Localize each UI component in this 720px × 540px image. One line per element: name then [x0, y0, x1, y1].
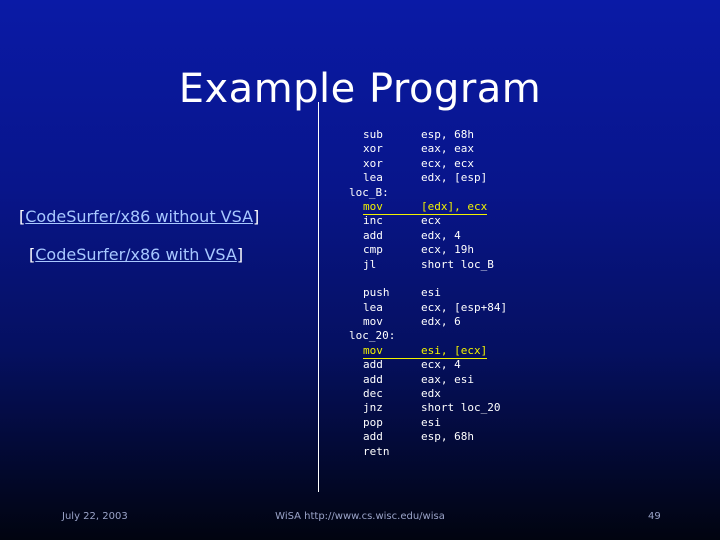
- code-opcode: add: [363, 358, 383, 372]
- code-instruction: mov esi, [ecx]: [363, 343, 488, 360]
- code-instruction-line: inc ecx: [349, 214, 507, 228]
- code-operands: esi: [421, 415, 441, 429]
- bracket-close: ]: [253, 207, 260, 226]
- code-instruction: mov [edx], ecx: [363, 199, 488, 216]
- code-instruction: xor ecx, ecx: [363, 157, 474, 170]
- code-instruction: sub esp, 68h: [363, 128, 474, 141]
- code-instruction-line: push esi: [349, 286, 507, 300]
- code-operands: edx, [esp]: [421, 171, 488, 185]
- slide-title: Example Program: [178, 66, 542, 112]
- link-with-vsa-row: [CodeSurfer/x86 with VSA]: [29, 245, 243, 264]
- code-instruction-line: mov esi, [ecx]: [349, 343, 507, 360]
- footer-date: July 22, 2003: [62, 511, 128, 522]
- code-operands: ecx, 19h: [421, 243, 474, 257]
- code-instruction-line: sub esp, 68h: [349, 128, 507, 142]
- bracket-open: [: [29, 245, 36, 264]
- code-instruction: jnz short loc_20: [363, 401, 500, 414]
- code-instruction: lea ecx, [esp+84]: [363, 301, 507, 314]
- code-operands: ecx, ecx: [421, 156, 474, 170]
- code-opcode: cmp: [363, 243, 383, 257]
- code-opcode: lea: [363, 171, 383, 185]
- bracket-close: ]: [236, 245, 244, 264]
- code-instruction: cmp ecx, 19h: [363, 243, 474, 256]
- code-opcode: pop: [363, 415, 383, 429]
- code-opcode: push: [363, 286, 390, 300]
- code-instruction: xor eax, eax: [363, 142, 474, 155]
- code-instruction: add edx, 4: [363, 229, 461, 242]
- code-opcode: xor: [363, 142, 383, 156]
- code-operands: edx, 6: [421, 315, 461, 329]
- code-opcode: mov: [363, 315, 383, 329]
- code-instruction: add esp, 68h: [363, 430, 474, 443]
- code-instruction-line: jnz short loc_20: [349, 401, 507, 415]
- code-instruction-line: xor eax, eax: [349, 142, 507, 156]
- code-opcode: inc: [363, 214, 383, 228]
- bracket-open: [: [19, 207, 26, 226]
- code-operands: eax, eax: [421, 142, 474, 156]
- code-instruction-line: add ecx, 4: [349, 358, 507, 372]
- code-operands: esi: [421, 286, 441, 300]
- code-opcode: add: [363, 372, 383, 386]
- code-operands: short loc_20: [421, 401, 501, 415]
- code-operands: edx: [421, 387, 441, 401]
- code-instruction-line: pop esi: [349, 416, 507, 430]
- code-instruction: inc ecx: [363, 214, 441, 227]
- code-instruction-line: jl short loc_B: [349, 258, 507, 272]
- code-instruction-line: add edx, 4: [349, 229, 507, 243]
- code-opcode: mov: [363, 343, 383, 357]
- code-operands: eax, esi: [421, 372, 474, 386]
- code-instruction-line: lea edx, [esp]: [349, 171, 507, 185]
- assembly-listing: sub esp, 68h xor eax, eax xor ecx, ecx lea edx,…: [349, 128, 507, 459]
- code-instruction-line: add esp, 68h: [349, 430, 507, 444]
- code-instruction-line: lea ecx, [esp+84]: [349, 301, 507, 315]
- code-label: loc_20:: [349, 329, 396, 343]
- code-blank-line: [349, 272, 507, 286]
- code-operands: short loc_B: [421, 257, 494, 271]
- code-operands: ecx: [421, 214, 441, 228]
- code-instruction: retn: [363, 445, 421, 458]
- code-label: loc_B:: [349, 185, 389, 199]
- code-opcode: mov: [363, 199, 383, 213]
- code-instruction-line: add eax, esi: [349, 373, 507, 387]
- code-instruction: add eax, esi: [363, 373, 474, 386]
- code-operands: esi, [ecx]: [421, 343, 488, 357]
- code-operands: esp, 68h: [421, 128, 474, 141]
- code-opcode: lea: [363, 300, 383, 314]
- code-label-line: loc_20:: [349, 329, 507, 343]
- code-opcode: retn: [363, 444, 390, 458]
- code-instruction: lea edx, [esp]: [363, 171, 487, 184]
- code-instruction: mov edx, 6: [363, 315, 461, 328]
- code-instruction-line: cmp ecx, 19h: [349, 243, 507, 257]
- code-instruction: push esi: [363, 286, 441, 299]
- codesurfer-without-vsa-link[interactable]: CodeSurfer/x86 without VSA: [25, 207, 254, 226]
- code-operands: ecx, [esp+84]: [421, 300, 508, 314]
- code-operands: [edx], ecx: [421, 199, 488, 213]
- code-operands: ecx, 4: [421, 358, 461, 372]
- code-instruction: pop esi: [363, 416, 441, 429]
- code-opcode: add: [363, 228, 383, 242]
- code-instruction-line: retn: [349, 445, 507, 459]
- vertical-divider: [318, 102, 319, 492]
- code-instruction-line: mov edx, 6: [349, 315, 507, 329]
- code-opcode: xor: [363, 156, 383, 170]
- code-opcode: jl: [363, 257, 377, 271]
- code-opcode: jnz: [363, 401, 383, 415]
- code-instruction-line: dec edx: [349, 387, 507, 401]
- code-opcode: add: [363, 430, 383, 444]
- page-number: 49: [648, 511, 661, 522]
- code-instruction-line: mov [edx], ecx: [349, 199, 507, 216]
- code-instruction: add ecx, 4: [363, 358, 461, 371]
- code-instruction: jl short loc_B: [363, 258, 494, 271]
- code-instruction: dec edx: [363, 387, 441, 400]
- codesurfer-with-vsa-link[interactable]: CodeSurfer/x86 with VSA: [35, 245, 237, 264]
- link-without-vsa-row: [CodeSurfer/x86 without VSA]: [19, 207, 259, 226]
- footer-url: WiSA http://www.cs.wisc.edu/wisa: [275, 511, 445, 522]
- code-opcode: sub: [363, 128, 383, 141]
- code-operands: esp, 68h: [421, 430, 474, 444]
- code-instruction-line: xor ecx, ecx: [349, 157, 507, 171]
- code-opcode: dec: [363, 387, 383, 401]
- code-operands: edx, 4: [421, 228, 461, 242]
- code-label-line: loc_B:: [349, 186, 507, 200]
